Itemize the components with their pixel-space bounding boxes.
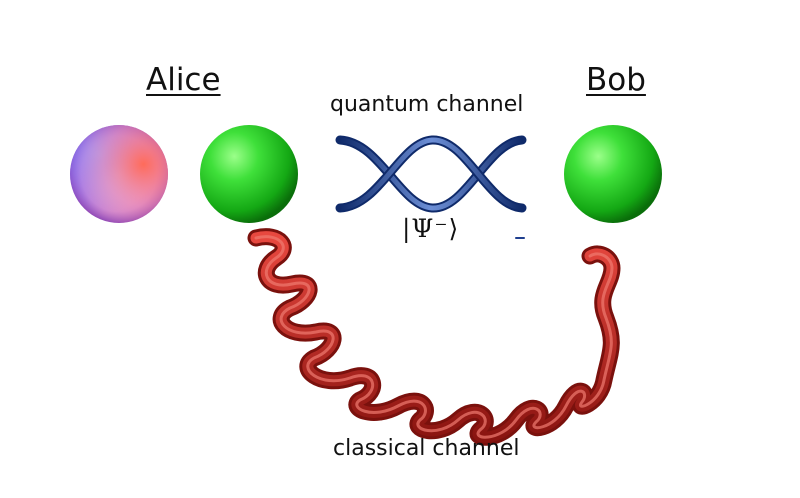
alice-input-qubit [70, 125, 168, 223]
alice-label: Alice [146, 62, 221, 98]
alice-entangled-qubit [200, 125, 298, 223]
quantum-channel-label: quantum channel [330, 92, 524, 117]
classical-channel-label: classical channel [333, 436, 520, 461]
bob-label: Bob [586, 62, 646, 98]
quantum-channel-helix [335, 135, 527, 239]
classical-channel-spiral [247, 228, 621, 446]
state-label: |Ψ⁻⟩ [402, 214, 460, 243]
bob-entangled-qubit [564, 125, 662, 223]
